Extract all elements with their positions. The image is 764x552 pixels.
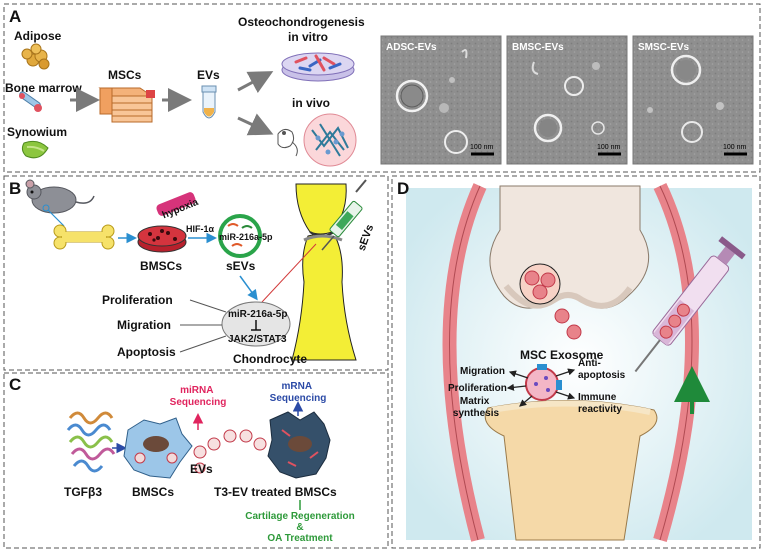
d-immune-line-1: Immune <box>578 392 617 403</box>
exosome-label: MSC Exosome <box>520 348 604 362</box>
sevs-icon <box>218 214 262 258</box>
scale-label-smsc: 100 nm <box>723 144 747 151</box>
d-proliferation-label: Proliferation <box>448 383 507 394</box>
hif-label: HIF-1α <box>186 224 215 234</box>
d-matrix-line-1: Matrix <box>460 396 490 407</box>
syringe-icon <box>321 179 367 251</box>
exosome-diagram-icon <box>525 364 562 401</box>
arrow-sevs-to-chondrocyte <box>239 275 258 301</box>
panel-a-letter: A <box>9 7 21 26</box>
petri-dish-bmscs-icon <box>137 225 187 253</box>
d-anti-line-2: apoptosis <box>578 370 626 381</box>
cartilage-label: Cartilage Regeneration <box>245 511 354 522</box>
adipose-icon <box>21 43 50 70</box>
mouse-icon <box>25 179 95 214</box>
sevs-label: sEVs <box>226 259 256 273</box>
panel-c-border <box>3 372 389 549</box>
mir-cell-label: miR-216a-5p <box>228 309 287 320</box>
knee-capsule-icon <box>442 182 699 542</box>
proliferation-label: Proliferation <box>102 293 173 307</box>
arrow-evs-to-invitro <box>237 71 274 94</box>
d-matrix-label: Matrix synthesis <box>453 396 500 419</box>
source-synovium: Synowium <box>7 125 67 139</box>
femur-icon <box>489 185 649 309</box>
tem-image-smsc <box>632 35 754 165</box>
d-immune-line-2: reactivity <box>578 404 622 415</box>
panel-d-letter: D <box>397 179 409 198</box>
injection-syringe-icon <box>634 236 746 373</box>
mirna-label: miRNA Sequencing <box>170 385 227 408</box>
mirna-line-1: miRNA <box>180 385 213 396</box>
bmscs-c-label: BMSCs <box>132 485 174 499</box>
panel-d-border <box>391 175 761 549</box>
pick-point <box>42 204 50 212</box>
culture-flask-icon <box>98 87 155 123</box>
bmsc-cell-icon <box>123 417 193 479</box>
evs-label: EVs <box>197 68 220 82</box>
in-vivo-label: in vivo <box>292 96 330 110</box>
tem-label-bmsc: BMSC-EVs <box>512 42 564 53</box>
hypoxia-tag <box>156 192 196 216</box>
exosome-effect-arrows <box>506 368 576 407</box>
tgfb3-protein-icon <box>66 411 116 473</box>
d-anti-line-1: Anti- <box>578 358 601 369</box>
tem-image-bmsc <box>506 35 628 165</box>
sevs-syringe-label: sEVs <box>356 223 376 252</box>
t3-label: T3-EV treated BMSCs <box>214 485 337 499</box>
evs-c-label: EVs <box>190 462 213 476</box>
mirna-line-2: Sequencing <box>170 397 227 408</box>
arrow-evs-to-invivo <box>237 113 274 136</box>
knee-joint-icon <box>291 183 357 361</box>
mir-top-label: miR-216a-5p <box>219 232 273 242</box>
source-bone-marrow: Bone marrow <box>5 81 82 95</box>
panel-b-letter: B <box>9 179 21 198</box>
scale-label-adsc: 100 nm <box>470 144 494 151</box>
synovium-icon <box>21 140 49 159</box>
connector-mouse-bone <box>47 209 65 227</box>
tem-image-adsc <box>380 35 502 165</box>
mouse-sketch-icon <box>277 128 298 157</box>
scaffold-icon <box>303 113 357 167</box>
mscs-label: MSCs <box>108 68 142 82</box>
bone-marrow-icon <box>19 91 42 112</box>
bone-icon <box>53 224 115 250</box>
tgf-label: TGFβ3 <box>64 485 102 499</box>
d-matrix-line-2: synthesis <box>453 408 500 419</box>
ev-particles <box>193 429 267 474</box>
panel-c-letter: C <box>9 375 21 394</box>
mrna-line-1: mRNA <box>282 381 312 392</box>
treated-cell-icon <box>267 411 331 479</box>
exosome-cluster-icon <box>519 263 582 340</box>
source-adipose: Adipose <box>14 29 62 43</box>
apoptosis-label: Apoptosis <box>117 345 176 359</box>
mrna-label: mRNA Sequencing <box>270 381 327 404</box>
migration-label: Migration <box>117 318 171 332</box>
oa-label: OA Treatment <box>267 533 333 544</box>
link-apoptosis <box>179 335 227 353</box>
link-proliferation <box>189 299 227 313</box>
scale-label-bmsc: 100 nm <box>597 144 621 151</box>
connector-joint-to-cell <box>261 243 317 303</box>
petri-dish-icon <box>281 52 355 82</box>
d-immune-label: Immune reactivity <box>578 392 622 415</box>
amp-label: & <box>296 522 303 533</box>
panel-a-border <box>3 3 761 173</box>
osteo-label: Osteochondrogenesis <box>238 15 365 29</box>
tem-label-smsc: SMSC-EVs <box>638 42 690 53</box>
tibia-icon <box>484 399 658 541</box>
d-anti-label: Anti- apoptosis <box>578 358 626 381</box>
tube-icon <box>201 85 217 119</box>
jak-label: JAK2/STAT3 <box>228 334 287 345</box>
in-vitro-label: in vitro <box>288 30 328 44</box>
mrna-line-2: Sequencing <box>270 393 327 404</box>
bmscs-label: BMSCs <box>140 259 182 273</box>
panel-b-border <box>3 175 389 371</box>
chondrocyte-label: Chondrocyte <box>233 352 307 366</box>
d-migration-label: Migration <box>460 366 505 377</box>
tem-label-adsc: ADSC-EVs <box>386 42 437 53</box>
